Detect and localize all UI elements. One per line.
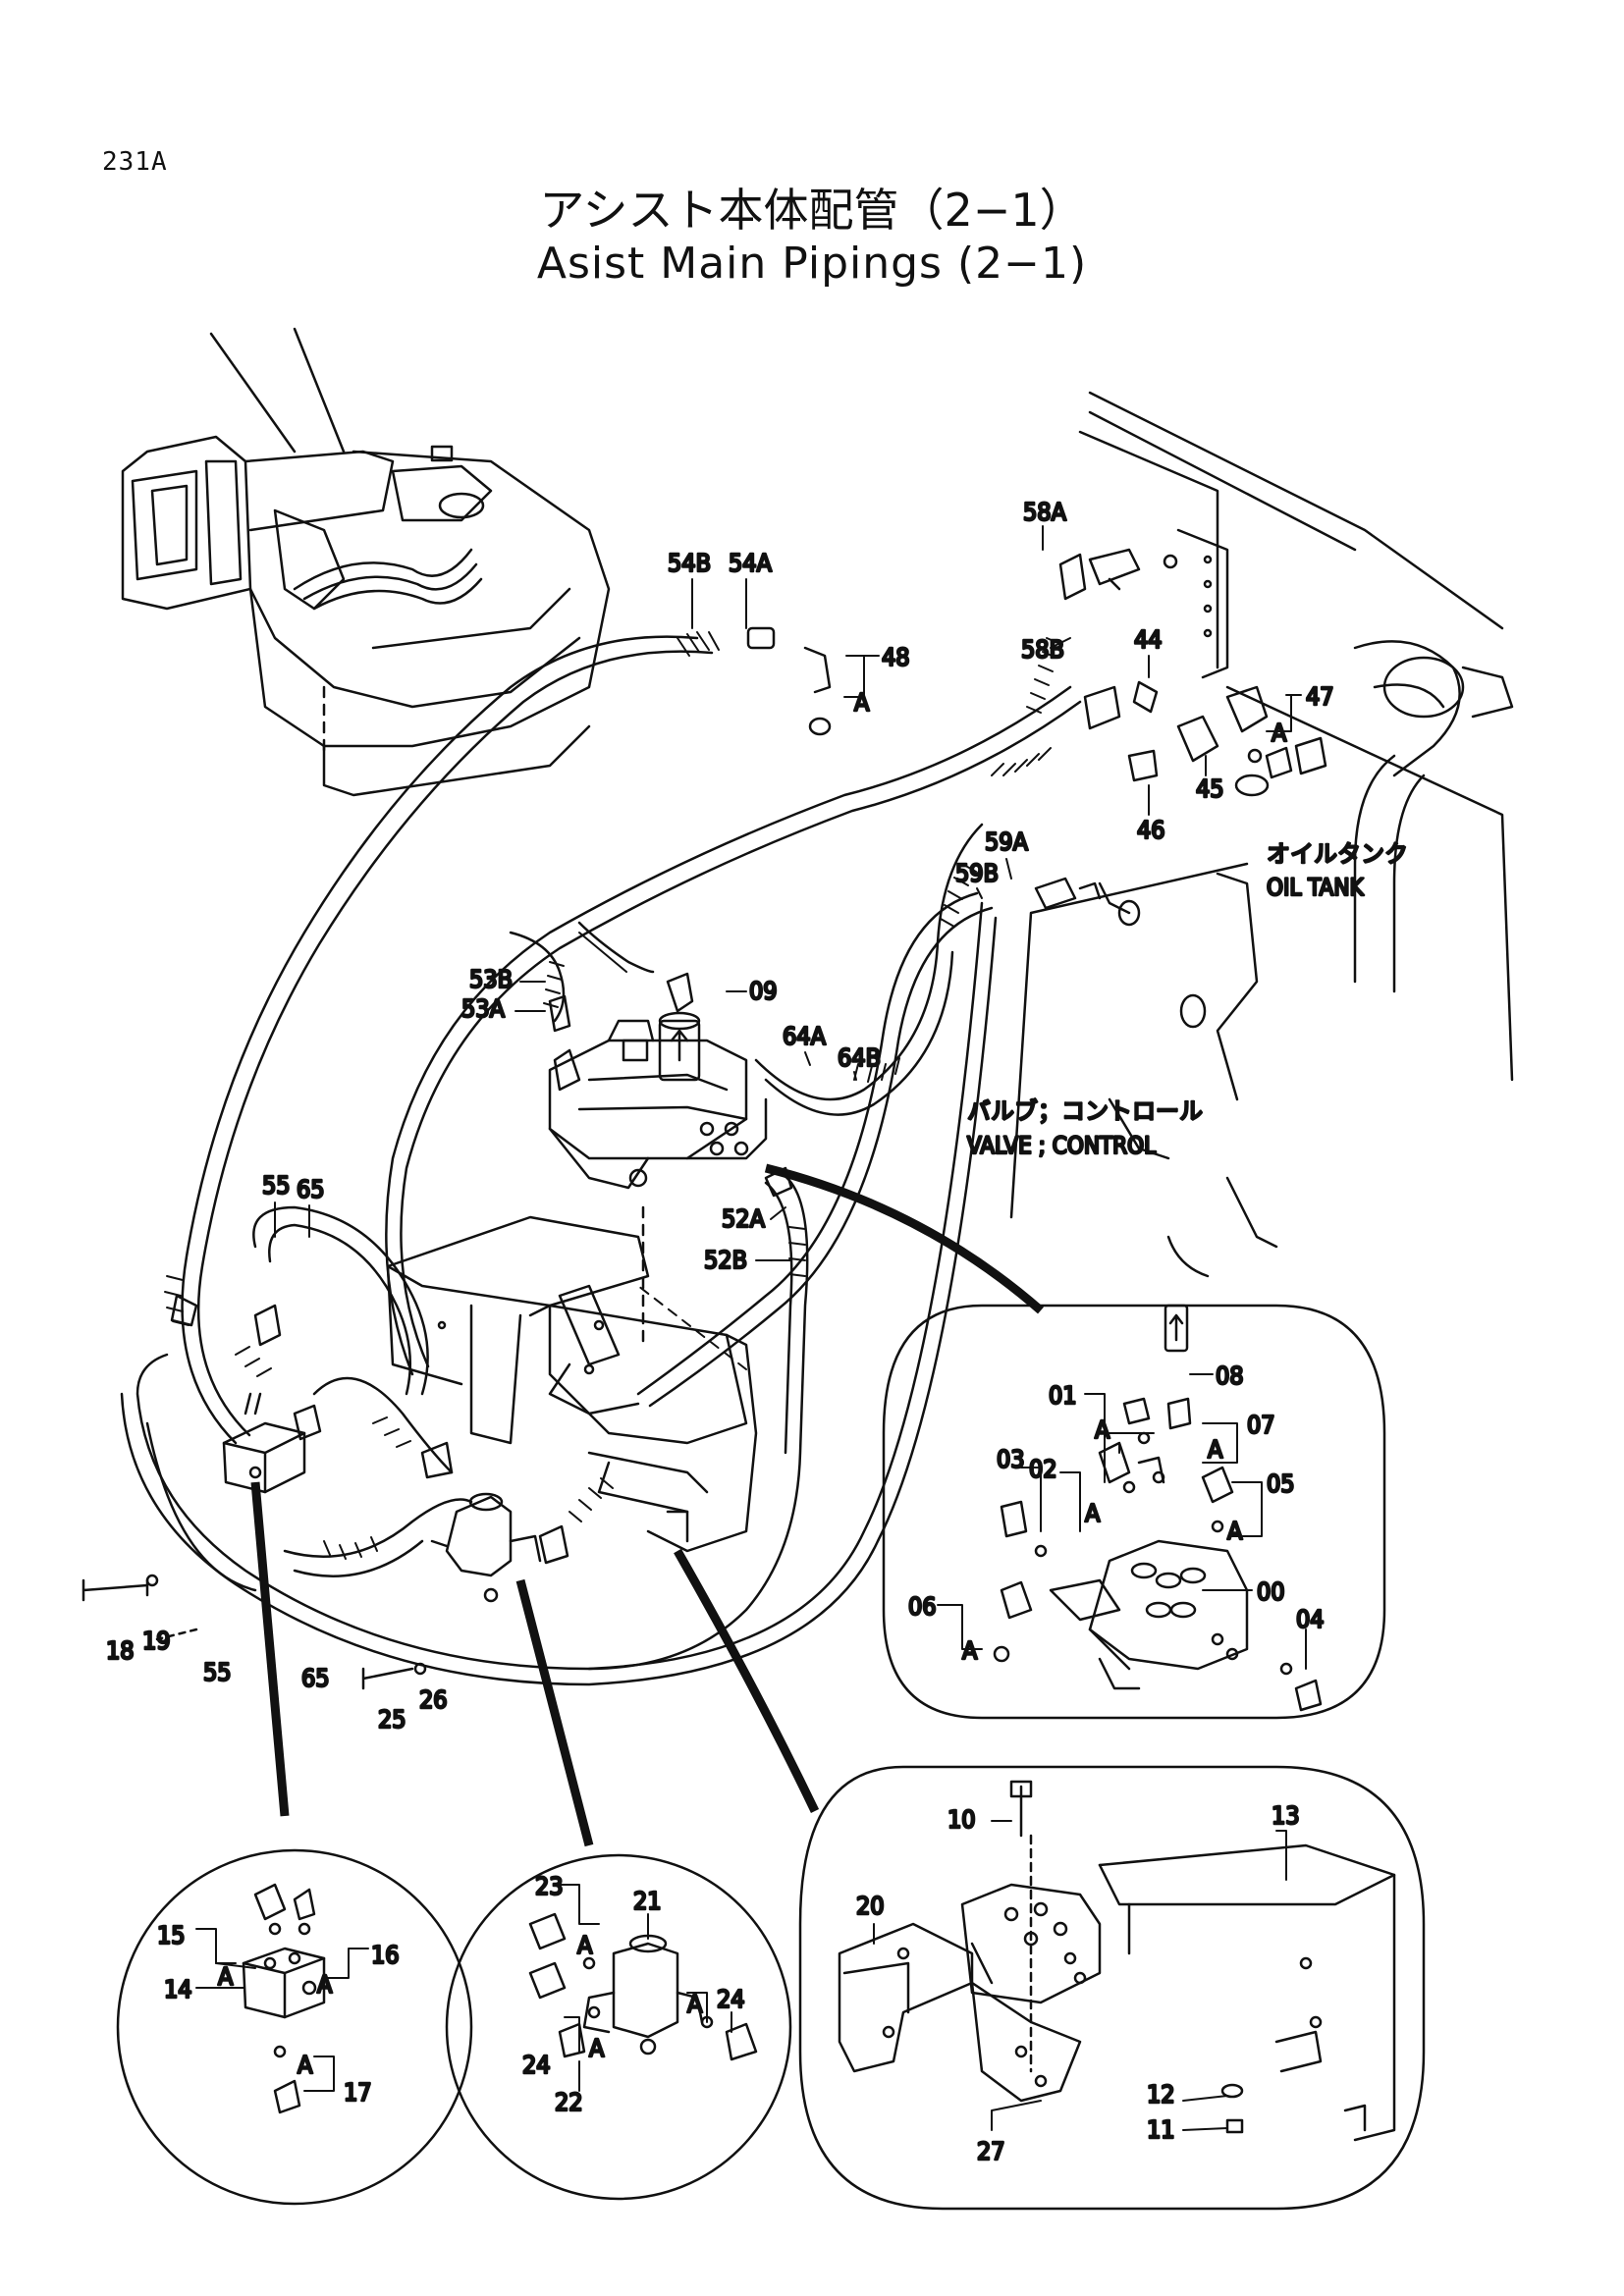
label-25: 25 [378,1705,406,1734]
detail-block-labels: 15 16 14 17 A A A [156,1920,401,2109]
label-01: 01 [1049,1381,1077,1410]
detail-valve-leaders [937,1373,1307,1670]
captions: オイルタンク OIL TANK バルブ；コントロール VALVE ; CONTR… [966,839,1410,1161]
label-22: 22 [555,2088,583,2116]
title-english: Asist Main Pipings (2−1) [536,239,1088,289]
label-check-a3: A [589,2034,605,2062]
detail-frames [116,1304,1426,2211]
label-55-bottom: 55 [203,1658,232,1686]
block-and-check-valve-main [81,1392,542,1690]
label-valve-a2: A [1208,1435,1223,1464]
label-46: 46 [1137,816,1165,844]
label-block-a3: A [298,2051,313,2079]
label-64A: 64A [783,1022,827,1050]
control-valve-main [548,1011,768,1347]
label-53B: 53B [469,965,513,993]
detail-valve-parts-drawing [993,1304,1323,1712]
label-64B: 64B [838,1043,881,1072]
label-55-top: 55 [262,1171,291,1200]
label-20: 20 [856,1892,885,1920]
label-15: 15 [157,1921,186,1949]
label-45: 45 [1196,774,1224,803]
label-12: 12 [1147,2080,1175,2109]
detail-bracket-leaders [873,1820,1287,2131]
label-23: 23 [535,1872,564,1900]
label-27: 27 [977,2137,1005,2165]
label-valve-a5: A [962,1636,978,1665]
valve-bracket-main [386,1215,758,1553]
detail-check-valve-drawing [528,1912,758,2061]
label-26: 26 [419,1685,448,1714]
label-48: 48 [882,643,910,671]
page-number: 231A [102,147,168,177]
label-65-top: 65 [297,1175,325,1203]
label-19: 19 [142,1627,171,1655]
label-54B: 54B [668,549,711,577]
label-52A: 52A [722,1204,766,1233]
label-59B: 59B [955,859,999,887]
main-label-leaders [274,525,1302,1370]
label-03: 03 [997,1445,1025,1473]
excavator-illustration [121,327,611,797]
label-04: 04 [1296,1605,1325,1633]
callout-leaders [250,1163,1044,1847]
label-11: 11 [1147,2115,1175,2144]
label-53A: 53A [461,994,506,1023]
label-47-a: A [1272,719,1287,747]
label-13: 13 [1272,1801,1300,1830]
label-valve-a1: A [1095,1415,1110,1444]
detail-bracket-drawing [838,1780,1396,2142]
label-02: 02 [1029,1455,1057,1483]
label-52B: 52B [704,1246,747,1274]
label-05: 05 [1267,1469,1295,1498]
label-48-a: A [854,688,870,717]
caption-valve-jp: バルブ；コントロール [967,1097,1203,1125]
label-check-a2: A [687,1990,703,2018]
label-21: 21 [633,1887,662,1915]
hose-runs [120,635,1082,1686]
label-09: 09 [749,977,778,1005]
label-47: 47 [1306,682,1334,711]
caption-oil-tank-en: OIL TANK [1267,874,1364,901]
caption-oil-tank-jp: オイルタンク [1267,840,1408,868]
label-00: 00 [1257,1577,1285,1606]
main-part-labels: 58A 54B 54A 48 A 58B 44 47 A 45 46 59A 5… [105,497,1335,1735]
caption-valve-en: VALVE ; CONTROL [967,1132,1156,1159]
label-65-bottom: 65 [301,1664,330,1692]
label-06: 06 [908,1592,937,1621]
label-valve-a4: A [1227,1517,1243,1545]
label-07: 07 [1247,1411,1275,1439]
label-valve-a3: A [1085,1499,1101,1527]
title-japanese: アシスト本体配管（2−1） [539,184,1085,237]
label-14: 14 [164,1975,192,2003]
label-block-a2: A [317,1970,333,1999]
label-58B: 58B [1021,635,1064,664]
label-block-a1: A [218,1962,234,1991]
label-54A: 54A [729,549,773,577]
label-44: 44 [1134,625,1163,654]
hose-fittings [170,548,1327,1565]
detail-block-drawing [242,1883,326,2114]
detail-check-labels: 23 21 24 24 22 A A A [521,1871,746,2118]
label-08: 08 [1216,1362,1244,1390]
label-18: 18 [106,1636,135,1665]
label-10: 10 [947,1805,976,1834]
label-17: 17 [344,2078,372,2107]
label-check-a1: A [577,1931,593,1959]
label-24-left: 24 [522,2051,551,2079]
label-16: 16 [371,1941,400,1969]
detail-bracket-labels: 10 13 20 12 11 27 [855,1800,1301,2167]
detail-valve-labels: 01 08 07 03 02 05 00 06 04 A A A A A [907,1361,1326,1667]
detail-check-valve-leaders [559,1884,732,2092]
detail-block-leaders [195,1928,369,2092]
hose-braid-marks [164,631,1061,1560]
frame-and-oil-tank [1009,391,1514,1278]
label-24-right: 24 [717,1985,745,2013]
label-58A: 58A [1023,498,1067,526]
label-59A: 59A [985,828,1029,856]
